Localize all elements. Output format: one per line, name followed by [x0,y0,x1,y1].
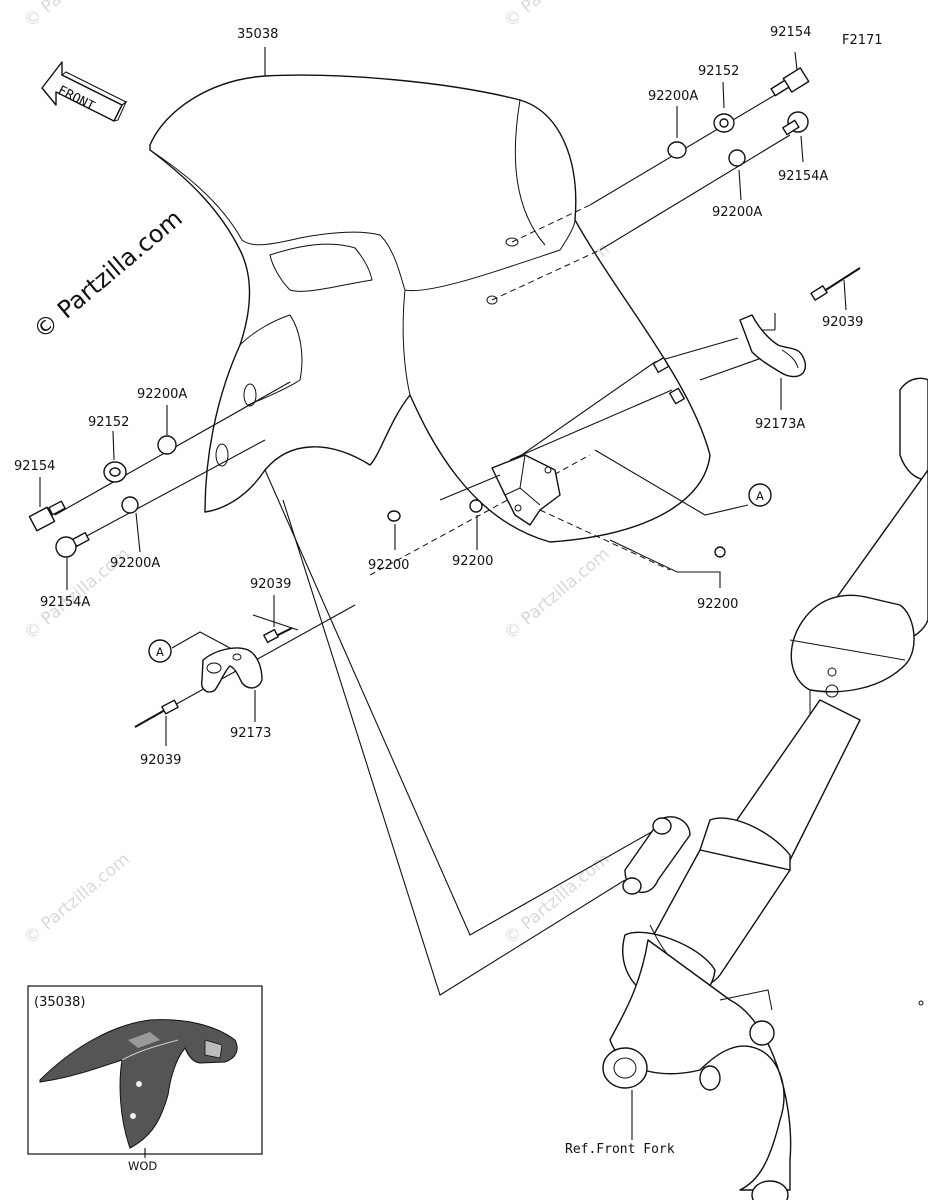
part-label[interactable]: 92039 [140,753,181,768]
clip-icon[interactable] [134,699,179,728]
diagram-code: F2171 [842,33,883,48]
watermark: © Partzilla.com [20,0,133,32]
front-arrow-icon: FRONT [41,61,128,122]
inset-title: (35038) [34,995,86,1010]
left-clamp-assembly: 92039 92173 92039 A [134,577,356,768]
bolt-icon[interactable] [782,111,809,136]
watermark: © Partzilla.com [500,0,613,32]
callout-a-left[interactable]: A [148,639,172,663]
watermark: © Partzilla.com [500,849,613,949]
part-label[interactable]: 92200A [110,556,160,571]
clamp-icon[interactable] [739,314,806,378]
inset-caption: WOD [128,1159,157,1173]
callout-a-right[interactable]: A [748,483,772,507]
washer-icon[interactable] [121,496,139,514]
washer-icon[interactable] [728,149,746,167]
part-label[interactable]: 92200 [368,558,409,573]
part-label[interactable]: 92039 [250,577,291,592]
front-fender: 35038 [149,27,711,543]
bolt-icon[interactable] [28,500,66,532]
inset-panel: (35038) WOD [27,985,263,1173]
part-label[interactable]: 92154A [778,169,828,184]
part-label[interactable]: 92200A [712,205,762,220]
clip-icon[interactable] [263,627,293,644]
collar-icon[interactable] [713,113,735,133]
ref-front-fork-label: Ref.Front Fork [565,1142,675,1157]
left-hardware: 92200A 92152 92154 92200A 92154A [14,381,291,610]
clamp-icon[interactable] [200,647,263,693]
part-label[interactable]: 92200A [648,89,698,104]
nut-icon[interactable] [714,546,726,558]
nut-icon[interactable] [387,510,401,522]
right-clamp-assembly: 92039 92173A [652,267,863,432]
nut-icon[interactable] [469,499,483,513]
clip-icon[interactable] [810,267,861,301]
washer-icon[interactable] [157,435,177,455]
part-label[interactable]: 92152 [88,415,129,430]
washer-icon[interactable] [667,141,687,159]
leader-line [282,499,626,996]
copyright-logo: © Partzilla.com [28,204,188,344]
front-fork: Ref.Front Fork [565,377,928,1200]
collar-icon[interactable] [103,461,127,483]
bolt-icon[interactable] [770,67,810,97]
watermark: © Partzilla.com [20,849,133,949]
center-bracket: A 92200 92200 92200 [368,361,772,612]
part-label[interactable]: 92200 [697,597,738,612]
callout-letter: A [156,645,164,659]
part-label[interactable]: 92173A [755,417,805,432]
part-label[interactable]: 92039 [822,315,863,330]
part-label[interactable]: 92154A [40,595,90,610]
part-label[interactable]: 92200 [452,554,493,569]
leader-line [264,469,656,936]
part-label[interactable]: 92154 [14,459,55,474]
bolt-icon[interactable] [55,532,90,558]
top-right-hardware: 92154 92152 92200A 92154A 92200A [491,25,828,301]
part-label[interactable]: 92152 [698,64,739,79]
watermark: © Partzilla.com [500,544,613,644]
callout-letter: A [756,489,764,503]
part-label[interactable]: 92173 [230,726,271,741]
part-label[interactable]: 92154 [770,25,811,40]
part-label[interactable]: 35038 [237,27,278,42]
part-label[interactable]: 92200A [137,387,187,402]
inset-fender-icon [39,1019,238,1149]
